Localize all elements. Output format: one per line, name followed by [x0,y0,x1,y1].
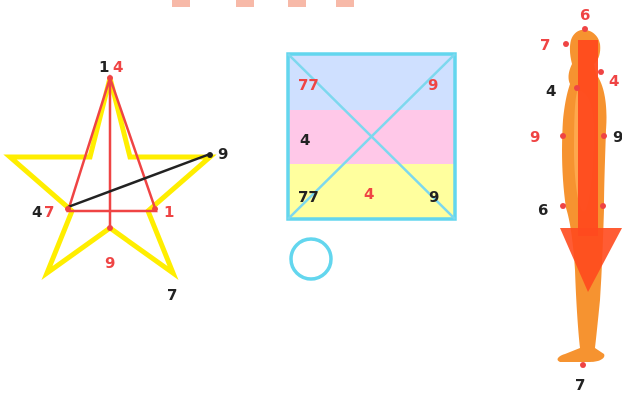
star-right-dot [207,152,213,158]
star-label-top-left: 1 [99,58,109,76]
cyan-circle [289,237,333,281]
figure-label-left-top: 7 [540,36,550,54]
square-label-top-right: 9 [428,76,438,94]
square-label-bottom-center: 4 [364,185,374,203]
body-figure-diagram: 6 7 4 4 9 9 6 7 [530,6,622,394]
figure-dot-left-mid [560,133,566,139]
figure-dot-right-mid [601,133,607,139]
figure-label-left-mid: 9 [530,128,540,146]
star-label-left-black: 4 [32,203,42,221]
star-label-right: 9 [218,145,228,163]
figure-dot-left-low [560,203,566,209]
figure-label-left-shoulder: 4 [546,82,556,100]
figure-label-feet: 7 [575,376,585,394]
black-diagonal-line [67,152,211,209]
square-outline [286,52,457,221]
arrow-head [560,228,622,292]
figure-label-right-top: 4 [609,72,619,90]
top-cropped-marks [172,0,354,7]
star-label-top-right: 4 [113,58,123,76]
star-label-bottom-center: 9 [105,254,115,272]
figure-label-right-mid: 9 [613,128,622,146]
square-label-top-left: 77 [298,76,319,94]
figure-label-head: 6 [580,6,590,24]
pentagram-diagram: 1 4 9 4 7 1 9 7 [3,58,228,304]
figure-dot-head [582,26,588,32]
star-right-inner-dot [152,206,158,212]
square-label-bottom-left: 77 [298,188,319,206]
figure-dot-feet [580,362,586,368]
star-top-dot [107,75,113,81]
star-label-inner-right: 1 [164,203,174,221]
figure-dot-left-shoulder [574,85,580,91]
star-bottom-dot [107,225,113,231]
figure-dot-right-top [598,69,604,75]
square-grid-diagram: 77 9 4 77 4 9 [286,52,457,281]
figure-dot-right-low [600,203,606,209]
arrow-shaft [578,40,598,236]
figure-label-left-low: 6 [538,201,548,219]
star-left-dot [65,206,71,212]
square-label-bottom-right: 9 [429,188,439,206]
red-triangle [66,74,158,213]
star-label-bottom-right: 7 [167,286,177,304]
square-diagonal-b [287,53,456,220]
star-label-left-red: 7 [44,203,54,221]
figure-dot-left-top [563,41,569,47]
square-label-mid-left: 4 [300,131,310,149]
